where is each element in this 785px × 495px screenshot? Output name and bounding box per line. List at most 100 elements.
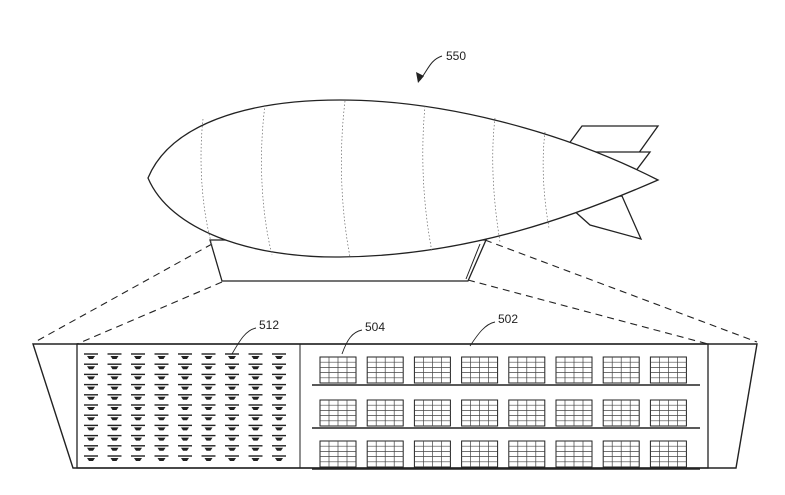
drone (154, 373, 169, 380)
drone (84, 445, 98, 451)
storage-cabinet (555, 399, 593, 427)
drone (84, 373, 98, 380)
drone (154, 383, 169, 390)
drone (272, 373, 286, 380)
storage-cabinet (649, 356, 687, 384)
drone-grid (84, 353, 286, 461)
drone (225, 353, 239, 359)
storage-cabinet (508, 399, 546, 427)
drone (131, 434, 145, 441)
drone (272, 383, 286, 390)
drone (84, 394, 98, 400)
drone (131, 404, 145, 410)
leader-502 (469, 321, 496, 347)
airship (147, 99, 660, 258)
drone (178, 414, 192, 421)
drone (201, 383, 216, 390)
drone (131, 353, 145, 359)
storage-cabinet (413, 440, 451, 468)
leader-504 (341, 329, 363, 355)
projection-line-left-inner (76, 281, 223, 345)
drone (248, 414, 263, 421)
compartment-inner-frame (76, 343, 709, 469)
drone (107, 445, 122, 451)
drone (178, 455, 192, 461)
drone (225, 394, 239, 400)
drone (107, 383, 122, 390)
drone (131, 394, 145, 400)
drone (178, 404, 192, 410)
drone (154, 394, 169, 400)
envelope-rib-3 (341, 100, 351, 258)
drone (131, 373, 145, 380)
envelope-rib-5 (492, 117, 501, 243)
drone (201, 353, 216, 359)
drone (84, 353, 98, 359)
arrow-550-head (416, 72, 424, 83)
projection-line-right-inner (467, 279, 709, 345)
label-512: 512 (259, 318, 279, 332)
drone (272, 394, 286, 400)
drone (84, 434, 98, 441)
label-502: 502 (498, 312, 518, 326)
storage-cabinet (508, 440, 546, 468)
leader-512 (231, 327, 257, 355)
storage-cabinet (366, 399, 404, 427)
drone (131, 414, 145, 421)
drone (107, 373, 122, 380)
drone (107, 353, 122, 359)
drone (248, 383, 263, 390)
drone (178, 373, 192, 380)
drone (248, 394, 263, 400)
reference-502: 502 (469, 312, 518, 347)
reference-550: 550 (416, 49, 466, 83)
drone (131, 363, 145, 370)
drone (248, 353, 263, 359)
label-504: 504 (365, 320, 385, 334)
drone (272, 455, 286, 461)
drone (154, 414, 169, 421)
drone (154, 424, 169, 431)
drone (225, 404, 239, 410)
storage-cabinet (602, 440, 640, 468)
gondola-edge (465, 243, 481, 280)
drone (178, 445, 192, 451)
storage-cabinet (555, 356, 593, 384)
drone (272, 363, 286, 370)
airship-envelope (147, 99, 660, 258)
storage-cabinet (319, 440, 357, 468)
drone (201, 445, 216, 451)
drone (131, 383, 145, 390)
envelope-rib-2 (261, 104, 273, 256)
drone (107, 394, 122, 400)
storage-cabinet (461, 399, 499, 427)
drone (154, 434, 169, 441)
drone (272, 434, 286, 441)
envelope-rib-4 (422, 105, 433, 253)
drone (178, 434, 192, 441)
drone (225, 363, 239, 370)
storage-cabinet (366, 440, 404, 468)
drone (248, 404, 263, 410)
drone (178, 383, 192, 390)
drone (225, 434, 239, 441)
drone (84, 455, 98, 461)
drone (154, 445, 169, 451)
drone (201, 434, 216, 441)
drone (225, 445, 239, 451)
projection-line-left-outer (34, 243, 213, 343)
drone (225, 414, 239, 421)
drone (248, 445, 263, 451)
storage-cabinet (649, 440, 687, 468)
drone (154, 455, 169, 461)
drone (84, 383, 98, 390)
projection-lines (34, 239, 758, 345)
drone (131, 445, 145, 451)
drone (154, 363, 169, 370)
drone (272, 353, 286, 359)
drone (201, 455, 216, 461)
drone (131, 455, 145, 461)
drone (107, 363, 122, 370)
drone (272, 404, 286, 410)
